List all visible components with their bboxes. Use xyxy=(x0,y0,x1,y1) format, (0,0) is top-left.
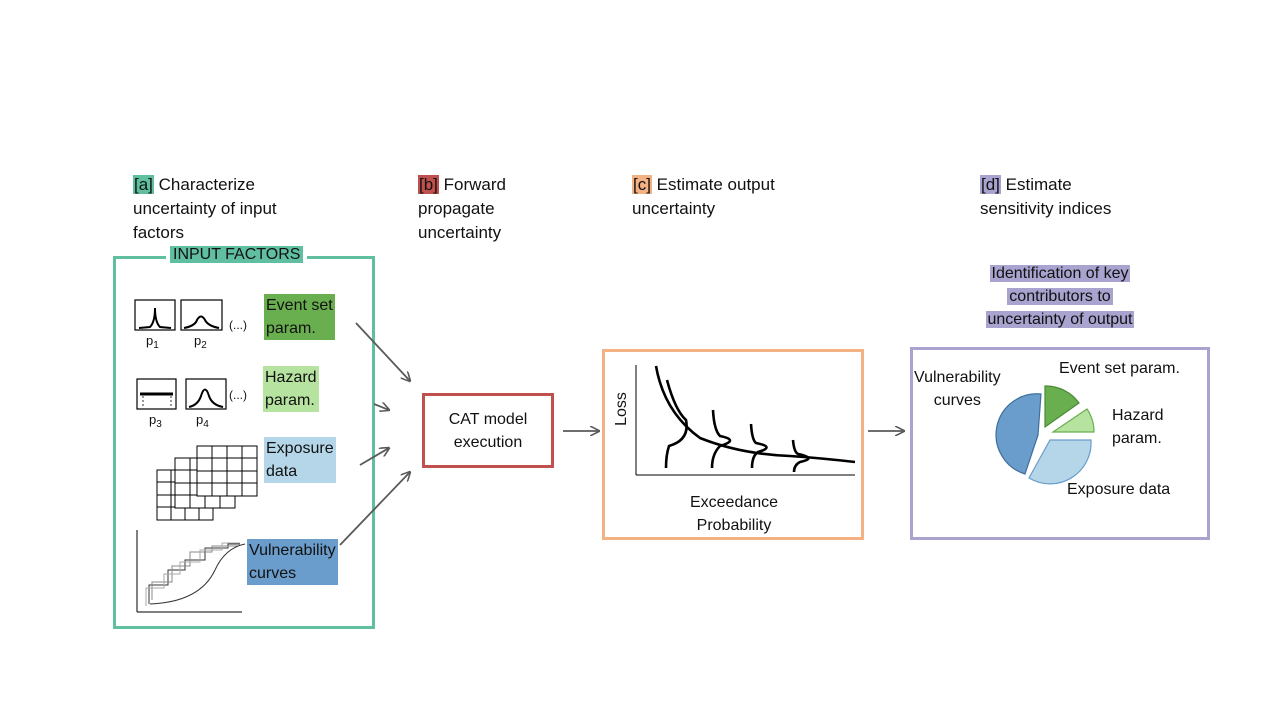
identification-label: Identification of key contributors to un… xyxy=(985,265,1135,328)
param-label-p3: p3 xyxy=(149,412,162,430)
arrow-event-set xyxy=(355,322,410,381)
vulnerability-label: Vulnerability curves xyxy=(247,539,338,585)
param-label-p4: p4 xyxy=(196,412,209,430)
mean-curve xyxy=(654,365,856,464)
step-b-title: [b] Forward propagate uncertainty xyxy=(418,149,506,245)
pdf-curve-3 xyxy=(749,423,768,469)
step-d-text: Estimate sensitivity indices xyxy=(980,175,1112,218)
step-c-text: Estimate output uncertainty xyxy=(632,175,775,218)
ellipsis-1: (...) xyxy=(229,318,247,332)
ellipsis-2: (...) xyxy=(229,388,247,402)
param-label-p1: p1 xyxy=(146,333,159,351)
step-b-text: Forward propagate uncertainty xyxy=(418,175,506,242)
step-d-title: [d] Estimate sensitivity indices xyxy=(980,149,1111,221)
input-factors-header-wrap: INPUT FACTORS xyxy=(166,246,308,264)
arrow-exposure xyxy=(359,448,389,466)
cat-model-label: CAT model execution xyxy=(448,410,528,451)
cat-model-box: CAT model execution xyxy=(422,393,554,468)
pie-slice-event-set xyxy=(1044,385,1080,429)
identification-text: Identification of key contributors to un… xyxy=(970,262,1150,331)
pdf-curve-4 xyxy=(791,439,810,473)
pie-slice-exposure xyxy=(1028,439,1092,485)
output-uncertainty-box xyxy=(602,349,864,540)
hazard-label: Hazard param. xyxy=(263,366,319,412)
step-a-text: Characterize uncertainty of input factor… xyxy=(133,175,277,242)
exposure-label: Exposure data xyxy=(264,437,336,483)
pie-label-vulnerability: Vulnerability curves xyxy=(914,369,1001,409)
step-d-tag: [d] xyxy=(980,175,1001,194)
sensitivity-box xyxy=(910,347,1210,540)
pie-label-event-set: Event set param. xyxy=(1059,360,1180,377)
step-b-tag: [b] xyxy=(418,175,439,194)
step-c-title: [c] Estimate output uncertainty xyxy=(632,149,775,221)
arrow-vulnerability xyxy=(339,472,410,546)
arrow-hazard xyxy=(373,404,389,410)
input-factors-header: INPUT FACTORS xyxy=(170,246,304,263)
pie-slice-vulnerability xyxy=(995,393,1042,475)
pie-label-hazard: Hazard param. xyxy=(1112,407,1164,447)
pdf-curve-2 xyxy=(710,409,732,469)
exceedance-axis-label: Exceedance Probability xyxy=(689,494,779,534)
pie-label-exposure: Exposure data xyxy=(1067,481,1171,498)
step-c-tag: [c] xyxy=(632,175,652,194)
step-a-title: [a] Characterize uncertainty of input fa… xyxy=(133,149,277,245)
pie-slice-hazard xyxy=(1051,408,1095,433)
pdf-curve-1 xyxy=(664,379,688,469)
event-set-label: Event set param. xyxy=(264,294,335,340)
step-a-tag: [a] xyxy=(133,175,154,194)
param-label-p2: p2 xyxy=(194,333,207,351)
